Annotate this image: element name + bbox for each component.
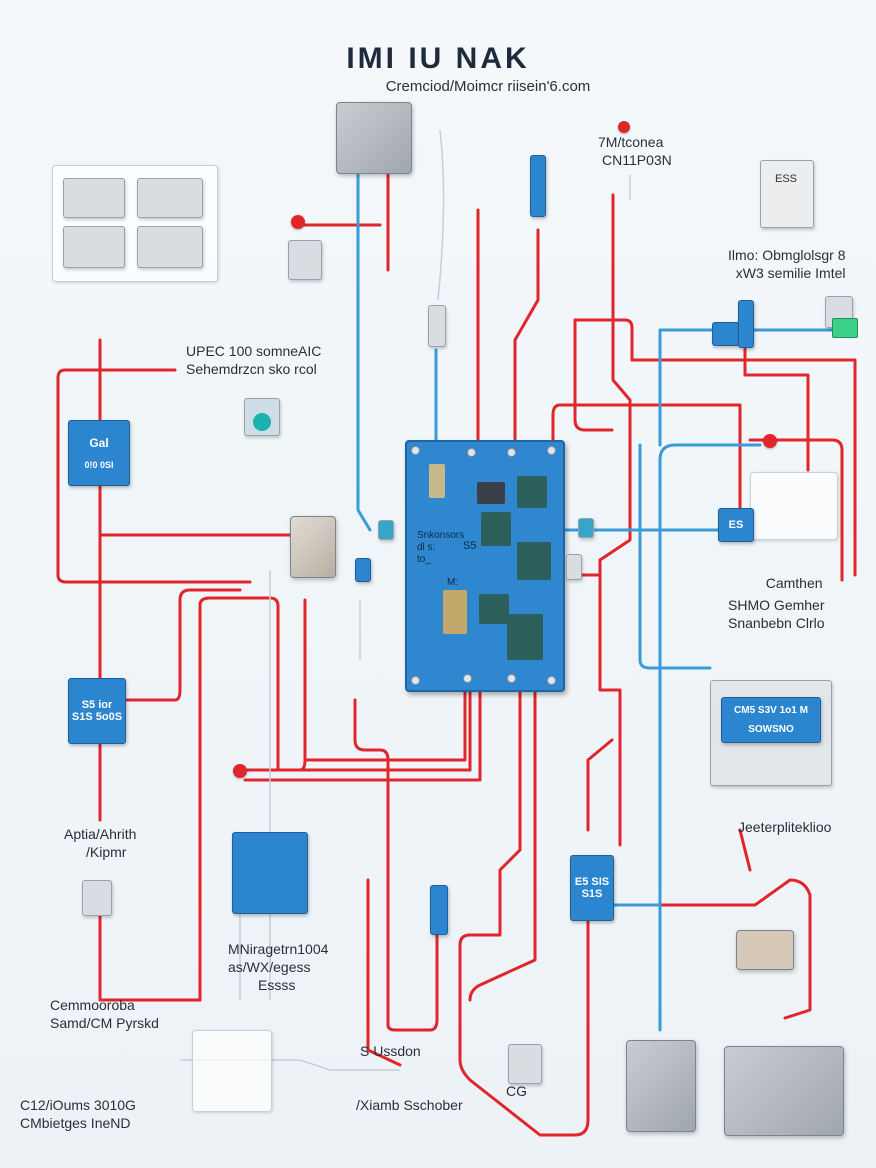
red-wire	[658, 878, 812, 1020]
pcb-label: M:	[447, 577, 459, 588]
transformer	[336, 102, 412, 174]
red-wire	[118, 588, 242, 702]
red-wire	[573, 318, 614, 432]
small-switch	[508, 1044, 542, 1084]
red-wire	[748, 438, 844, 582]
relay-board	[52, 165, 218, 282]
red-wire	[513, 228, 540, 442]
switch-block	[290, 516, 336, 578]
red-indicator-led	[618, 121, 630, 133]
pcb-label: S5	[463, 540, 477, 552]
relay-coil	[736, 930, 794, 970]
red-wire	[243, 688, 482, 782]
red-wire	[238, 598, 307, 772]
red-wire	[56, 368, 252, 584]
spec-label: UPEC 100 somneAIC Sehemdrzcn sko rcol	[186, 343, 322, 377]
pcb-chip	[517, 476, 547, 508]
clip	[378, 520, 394, 540]
power-supply-unit: CM5 S3V 1o1 M SOWSNO	[710, 680, 832, 786]
red-wire	[366, 878, 402, 1067]
red-wire	[743, 323, 810, 472]
red-indicator-led	[763, 434, 777, 448]
green-terminal	[832, 318, 858, 338]
red-wire	[353, 698, 439, 1032]
relay-block	[63, 226, 125, 268]
relay-housing	[750, 472, 838, 540]
red-wire	[551, 403, 562, 442]
red-indicator-led	[291, 215, 305, 229]
red-wire	[738, 828, 752, 872]
pcb-chip	[481, 512, 511, 546]
blue-wire	[658, 443, 762, 1032]
red-wire	[98, 908, 202, 1002]
right-bottom-label: Jeeterpliteklioo	[738, 819, 832, 835]
terminal-block	[288, 240, 322, 280]
blue-junction	[712, 322, 740, 346]
fuse-holder	[82, 880, 112, 916]
right-label: Camthen SHMO Gemher Snanbebn Clrlo	[728, 575, 825, 631]
main-controller-pcb: Snkonsors dl s: to_ S5 M:	[405, 440, 565, 692]
clip	[566, 554, 582, 580]
sensor	[244, 398, 280, 436]
blue-wire	[356, 168, 372, 532]
relay-block	[137, 226, 203, 268]
pcb-label: Snkonsors dl s: to_	[417, 530, 465, 565]
module-label: Ilmo: Obmglolsgr 8 xW3 semilie Imtel	[728, 247, 846, 281]
power-socket: ESS	[760, 160, 814, 228]
blue-junction: ES	[718, 508, 754, 542]
page-subtitle: Cremciod/Moimcr riisein'6.com	[385, 78, 591, 95]
control-module-b: S5 ior S1S 5o0S	[68, 678, 126, 744]
pcb-capacitor	[443, 590, 467, 634]
page-title: IMI IU NAK	[346, 42, 530, 75]
left-label-b: Cemmooroba Samd/CM Pyrskd	[50, 997, 159, 1031]
center-label-c: S Ussdon	[360, 1043, 421, 1059]
connector	[428, 305, 446, 347]
junction-box	[232, 832, 308, 914]
blue-connector	[355, 558, 371, 582]
pcb-chip	[507, 614, 543, 660]
red-wire	[468, 688, 537, 1002]
pcb-chip	[479, 594, 509, 624]
pcb-chip	[477, 482, 505, 504]
metal-enclosure-a	[626, 1040, 696, 1132]
clip	[578, 518, 594, 538]
center-label-a: MNiragetrn1004 as/WX/egess Essss	[228, 941, 329, 993]
left-label-a: Aptia/Ahrith /Kipmr	[64, 826, 137, 860]
part-label: 7M/tconea CN11P03N	[598, 134, 672, 168]
blue-wire	[638, 443, 712, 670]
blue-connector	[530, 155, 546, 217]
red-wire	[303, 688, 467, 762]
red-wire	[598, 558, 622, 847]
red-wire	[573, 318, 634, 362]
red-wire	[598, 193, 632, 562]
red-indicator-led	[233, 764, 247, 778]
control-module-c: E5 SIS S1S	[570, 855, 614, 921]
red-wire	[630, 358, 857, 577]
relay-block	[63, 178, 125, 218]
red-wire	[558, 403, 742, 472]
blue-connector	[430, 885, 448, 935]
enclosure-clear	[192, 1030, 272, 1112]
relay-block	[137, 178, 203, 218]
metal-enclosure-b	[724, 1046, 844, 1136]
red-wire	[586, 738, 614, 832]
power-supply-label-plate: CM5 S3V 1o1 M SOWSNO	[721, 697, 821, 743]
left-label-c: C12/iOums 3010G CMbietges IneND	[20, 1097, 136, 1131]
pcb-connector	[429, 464, 445, 498]
center-label-b: /Xiamb Sschober	[356, 1097, 463, 1113]
control-module-a: Gal 0!0 0SI	[68, 420, 130, 486]
center-label-d: CG	[506, 1083, 527, 1099]
blue-connector	[738, 300, 754, 348]
pcb-chip	[517, 542, 551, 580]
red-wire	[458, 688, 590, 1137]
blue-wire	[658, 328, 722, 447]
